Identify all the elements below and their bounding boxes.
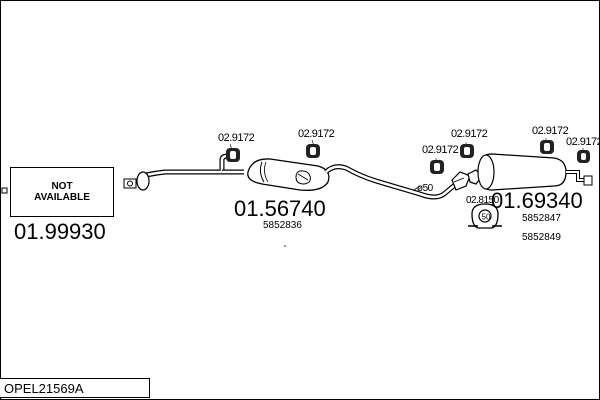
not-available-line1: NOT bbox=[51, 180, 73, 192]
clamp-icon-4 bbox=[460, 142, 474, 158]
rear-part-number: 01.69340 bbox=[491, 188, 583, 213]
middle-oe-number: 5852836 bbox=[263, 220, 302, 231]
svg-text:50: 50 bbox=[482, 213, 491, 222]
pipe-diameter-leader bbox=[413, 185, 421, 191]
rear-clamp-ref-4: 02.9172 bbox=[566, 136, 600, 148]
rear-oe-number-2: 5852849 bbox=[522, 232, 561, 243]
front-pipe-end bbox=[136, 171, 150, 191]
mid-pipe-inner bbox=[325, 165, 457, 199]
front-part-number: 01.99930 bbox=[14, 219, 106, 244]
stray-dot bbox=[284, 245, 286, 247]
front-pipe-inner bbox=[145, 154, 232, 177]
gasket-ref: 02.8150 bbox=[466, 195, 499, 206]
not-available-line2: AVAILABLE bbox=[34, 192, 90, 203]
clamp-icon-1 bbox=[226, 143, 240, 162]
gasket-icon: 50 bbox=[468, 203, 502, 229]
middle-clamp-ref-1: 02.9172 bbox=[218, 132, 255, 144]
front-flange-square bbox=[1, 187, 8, 194]
pipe-diameter: ø50 bbox=[417, 183, 433, 194]
not-available-box: NOT AVAILABLE bbox=[10, 167, 114, 217]
rear-silencer bbox=[477, 153, 593, 191]
front-flange-hole bbox=[127, 180, 133, 187]
middle-clamp-ref-2: 02.9172 bbox=[298, 128, 335, 140]
assembly-code: OPEL21569A bbox=[0, 378, 150, 398]
clamp-icon-5 bbox=[540, 138, 554, 154]
middle-part-number: 01.56740 bbox=[234, 196, 326, 221]
clamp-icon-2 bbox=[306, 139, 320, 158]
rear-clamp-ref-1: 02.9172 bbox=[422, 144, 459, 156]
rear-oe-number-1: 5852847 bbox=[522, 213, 561, 224]
clamp-icon-6 bbox=[577, 148, 590, 163]
middle-silencer bbox=[247, 158, 330, 191]
clamp-icon-3 bbox=[430, 158, 444, 174]
rear-clamp-ref-2: 02.9172 bbox=[451, 128, 488, 140]
rear-clamp-ref-3: 02.9172 bbox=[532, 125, 569, 137]
